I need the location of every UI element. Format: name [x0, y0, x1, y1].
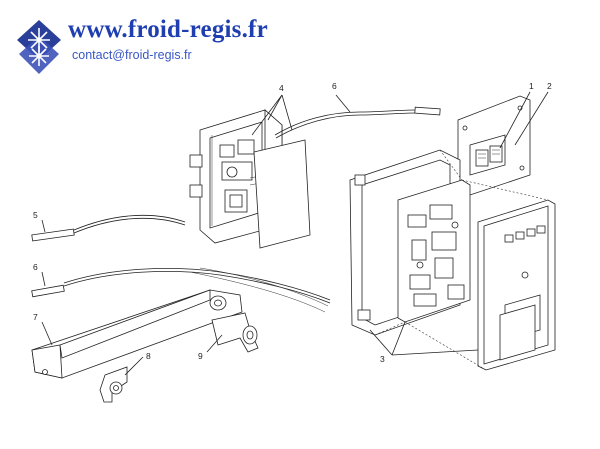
callout-6-top: 6	[332, 81, 337, 91]
sensor-probe-top-part	[274, 106, 441, 139]
callout-5: 5	[33, 210, 38, 220]
clip-9-part	[211, 312, 259, 353]
callout-2: 2	[547, 81, 552, 91]
circuit-board-part	[397, 179, 471, 323]
callout-3: 3	[380, 354, 385, 364]
assembly-guide-line	[404, 321, 487, 371]
sensor-probe-6-part	[31, 267, 331, 313]
sensor-probe-5-part	[31, 214, 186, 242]
callout-7: 7	[33, 312, 38, 322]
callout-6-left: 6	[33, 262, 38, 272]
callout-1: 1	[529, 81, 534, 91]
snowflake-logo-icon	[17, 20, 61, 74]
connector-bracket-part	[457, 95, 531, 196]
clip-8-part	[99, 366, 128, 403]
callout-9: 9	[198, 351, 203, 361]
callout-8: 8	[146, 351, 151, 361]
mounting-bar-part	[31, 289, 243, 379]
assembly-guide-line	[374, 321, 406, 336]
contact-email[interactable]: contact@froid-regis.fr	[72, 48, 192, 62]
callout-4: 4	[279, 83, 284, 93]
callout-leader-lines	[41, 91, 549, 376]
site-url[interactable]: www.froid-regis.fr	[68, 16, 268, 43]
control-box-cover-part	[253, 139, 311, 249]
front-panel-part	[477, 199, 556, 371]
assembly-guide-line	[461, 179, 549, 201]
